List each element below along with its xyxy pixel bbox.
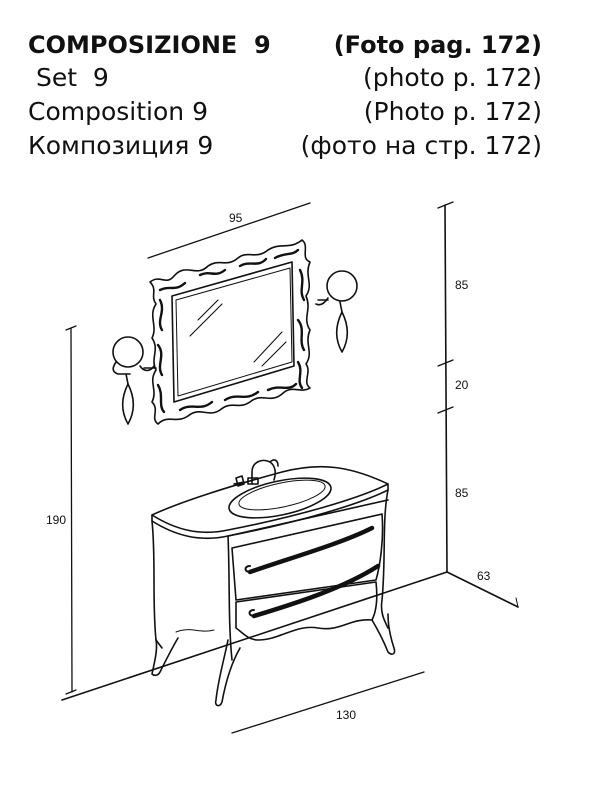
header-row-set: Set 9 (photo p. 172): [0, 63, 600, 93]
dimension-width: 130: [336, 708, 356, 722]
dimension-lines: [65, 201, 454, 734]
header-row-russian: Композиция 9 (фото на стр. 172): [0, 131, 600, 161]
composition-title: Composition 9: [28, 97, 208, 126]
set-title: Set 9: [28, 63, 109, 92]
leg-back-left: [151, 637, 179, 677]
faucet: [251, 459, 279, 485]
drawer-bottom: [235, 581, 378, 641]
dimension-gap: 20: [455, 378, 469, 392]
leg-front-right: [371, 613, 396, 655]
photo-reference: (photo p. 172): [362, 63, 542, 92]
photo-reference: (Foto pag. 172): [333, 31, 542, 59]
mirror-reflection: [189, 299, 287, 367]
vanity-cabinet: [151, 459, 396, 707]
right-wall-lamp: [315, 270, 358, 353]
drawer-top: [231, 513, 384, 601]
mirror-frame: [149, 239, 311, 425]
leg-front-left: [214, 639, 241, 707]
ornate-mirror: [149, 239, 311, 425]
header-row-italian: COMPOSIZIONE 9 (Foto pag. 172): [0, 30, 600, 60]
dimension-labels: 95 85 20 85 190 63 130: [46, 211, 491, 722]
dimension-mirror-height: 85: [455, 278, 469, 292]
drawer-handle-top: [247, 525, 375, 575]
vanity-top: [151, 465, 389, 534]
header-row-english: Composition 9 (Photo p. 172): [0, 97, 600, 127]
dimension-depth: 63: [477, 569, 491, 583]
photo-reference: (Photo p. 172): [363, 97, 542, 126]
washbasin: [228, 477, 332, 519]
dimension-cabinet-height: 85: [455, 486, 469, 500]
left-wall-lamp: [112, 336, 157, 425]
mirror-glass: [171, 261, 295, 403]
photo-reference: (фото на стр. 172): [300, 131, 542, 160]
dimension-total-height: 190: [46, 513, 66, 527]
dimension-mirror-width: 95: [229, 211, 243, 225]
composition-title: COMPOSIZIONE 9: [28, 31, 271, 59]
composition-title: Композиция 9: [28, 131, 214, 160]
drawer-handle-bottom: [251, 563, 381, 619]
